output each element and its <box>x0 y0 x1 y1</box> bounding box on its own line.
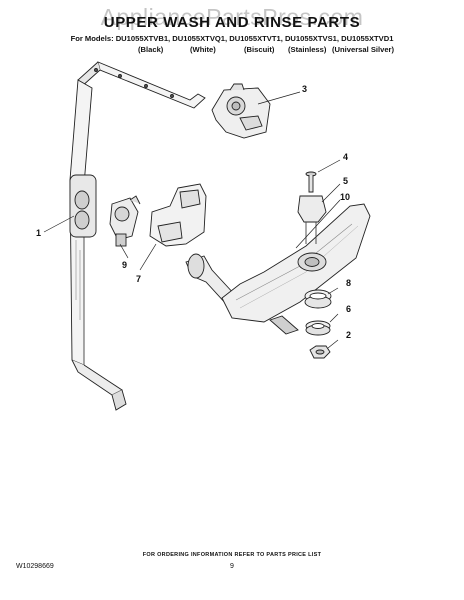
clip-part <box>149 183 207 247</box>
leader-lines <box>43 91 341 349</box>
callout-4: 4 <box>343 152 349 162</box>
spray-arm <box>185 203 371 335</box>
callout-5: 5 <box>343 176 349 186</box>
callout-7: 7 <box>136 274 142 284</box>
valve-part <box>109 195 141 247</box>
callout-2: 2 <box>346 330 352 340</box>
models-line: For Models: DU1055XTVB1, DU1055XTVQ1, DU… <box>70 34 394 43</box>
page-title: UPPER WASH AND RINSE PARTS <box>103 14 361 31</box>
footer-order-info: FOR ORDERING INFORMATION REFER TO PARTS … <box>142 552 322 558</box>
finish-biscuit: (Biscuit) <box>244 45 275 54</box>
screw-part <box>305 171 317 193</box>
callout-6: 6 <box>346 304 352 314</box>
clip-top-part <box>297 195 327 244</box>
bracket-part <box>211 83 271 139</box>
callout-10: 10 <box>340 192 351 202</box>
nut-part <box>309 345 331 359</box>
footer-page-number: 9 <box>230 563 234 570</box>
finish-black: (Black) <box>138 45 164 54</box>
callout-9: 9 <box>122 260 128 270</box>
callout-3: 3 <box>302 84 308 94</box>
watermark: AppliancePartsPros.com <box>100 4 364 30</box>
ring-part <box>304 289 332 309</box>
callout-8: 8 <box>346 278 352 288</box>
seal-part <box>305 320 331 336</box>
supply-tube <box>69 61 206 411</box>
callout-1: 1 <box>36 228 42 238</box>
footer-doc-number: W10298669 <box>16 563 54 570</box>
finish-white: (White) <box>190 45 216 54</box>
finish-universal-silver: (Universal Silver) <box>332 45 395 54</box>
finish-stainless: (Stainless) <box>288 45 327 54</box>
